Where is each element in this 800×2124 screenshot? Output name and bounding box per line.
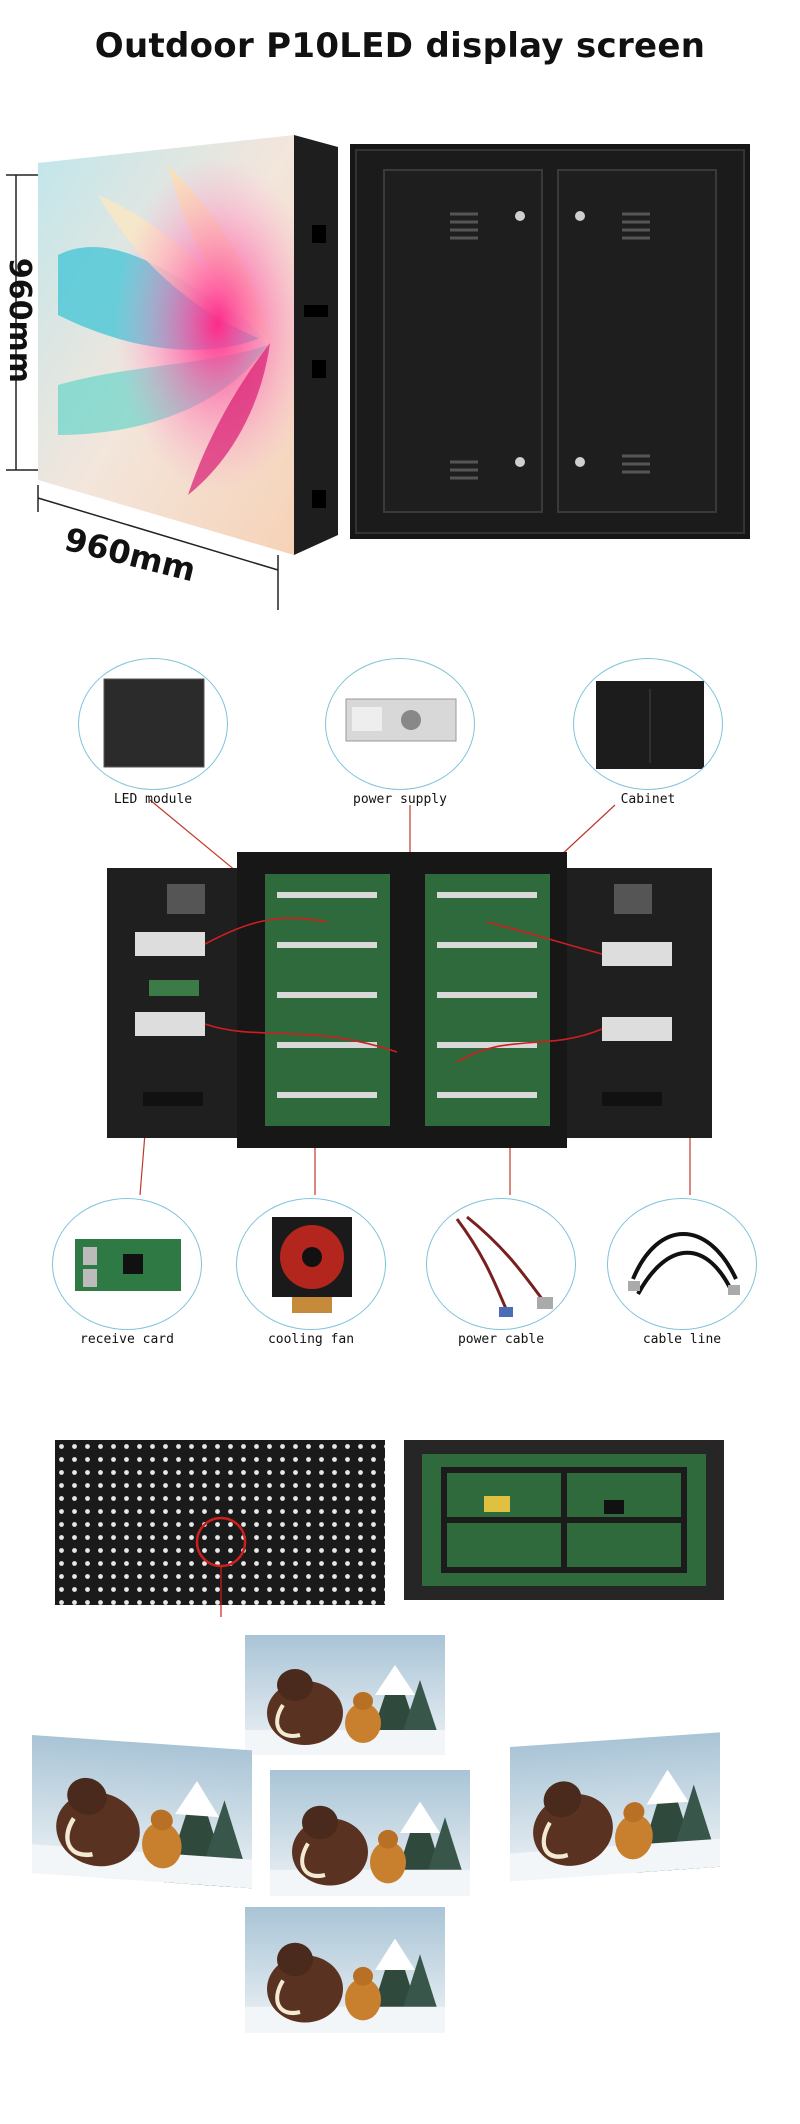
cooling-fan-circle [236, 1198, 386, 1330]
receive-card-circle [52, 1198, 202, 1330]
cooling-fan-label: cooling fan [267, 1332, 355, 1347]
led-module-front-image [55, 1440, 385, 1605]
dimension-guides [0, 160, 300, 620]
dimension-lines [6, 174, 279, 610]
led-module-circle [78, 658, 228, 790]
led-module-back-image [404, 1440, 724, 1600]
power-cable-circle [426, 1198, 576, 1330]
cable-line-circle [607, 1198, 757, 1330]
cable-line-label: cable line [642, 1332, 722, 1347]
display-scene-images [30, 1635, 750, 2035]
height-dimension-label: 960mm [2, 257, 38, 383]
receive-card-label: receive card [80, 1332, 174, 1347]
led-module-pointer [220, 1605, 222, 1617]
cabinet-circle [573, 658, 723, 790]
power-supply-circle [325, 658, 475, 790]
cabinet-label: Cabinet [620, 792, 676, 807]
power-cable-label: power cable [457, 1332, 545, 1347]
power-supply-label: power supply [353, 792, 447, 807]
cabinet-back-image [350, 144, 750, 539]
cabinet-front-image [38, 135, 338, 560]
open-cabinet-image [107, 852, 712, 1148]
page-title: Outdoor P10LED display screen [94, 26, 706, 66]
led-module-label: LED module [113, 792, 193, 807]
